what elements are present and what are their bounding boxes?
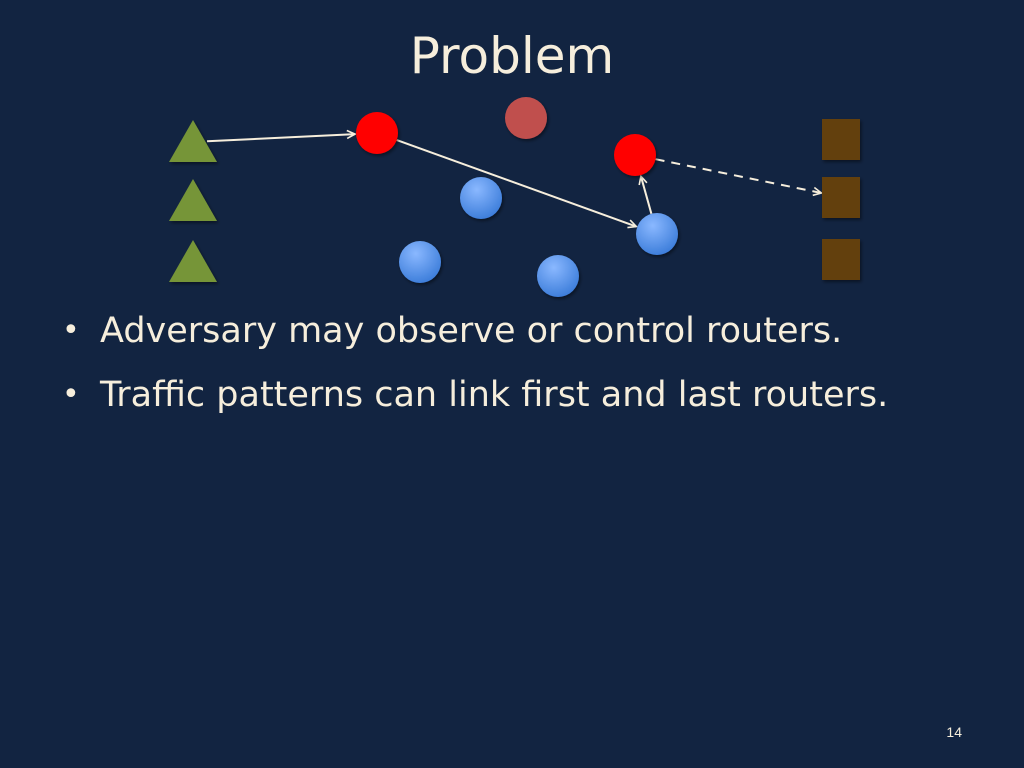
edge-router-blue-4-to-router-red-2 [641, 176, 653, 215]
destination-1-node [822, 119, 860, 160]
bullet-dot-icon: • [62, 377, 80, 412]
client-1-node [169, 120, 217, 162]
router-blue-3-node [537, 255, 579, 297]
router-red-2-node [614, 134, 656, 176]
bullet-dot-icon: • [62, 313, 80, 348]
router-blue-1-node [460, 177, 502, 219]
router-blue-4-node [636, 213, 678, 255]
bullet-text: Traffic patterns can link first and last… [100, 375, 889, 415]
bullet-item: • Traffic patterns can link first and la… [60, 370, 1000, 420]
router-blue-2-node [399, 241, 441, 283]
client-2-node [169, 179, 217, 221]
router-red-1-node [356, 112, 398, 154]
bullet-list: • Adversary may observe or control route… [60, 306, 1000, 434]
page-number: 14 [946, 724, 962, 740]
router-red-inactive-node [505, 97, 547, 139]
destination-2-node [822, 177, 860, 218]
edge-client-1-to-router-red-1 [206, 134, 355, 143]
client-3-node [169, 240, 217, 282]
bullet-item: • Adversary may observe or control route… [60, 306, 1000, 356]
edge-router-red-2-to-destination-2 [655, 158, 822, 193]
nodes-layer [169, 97, 860, 297]
destination-3-node [822, 239, 860, 280]
slide-title: Problem [409, 27, 615, 85]
bullet-text: Adversary may observe or control routers… [100, 311, 843, 351]
tor-circuit-diagram [169, 97, 860, 297]
edges-layer [206, 134, 822, 226]
edge-router-red-1-to-router-blue-4 [396, 139, 637, 226]
